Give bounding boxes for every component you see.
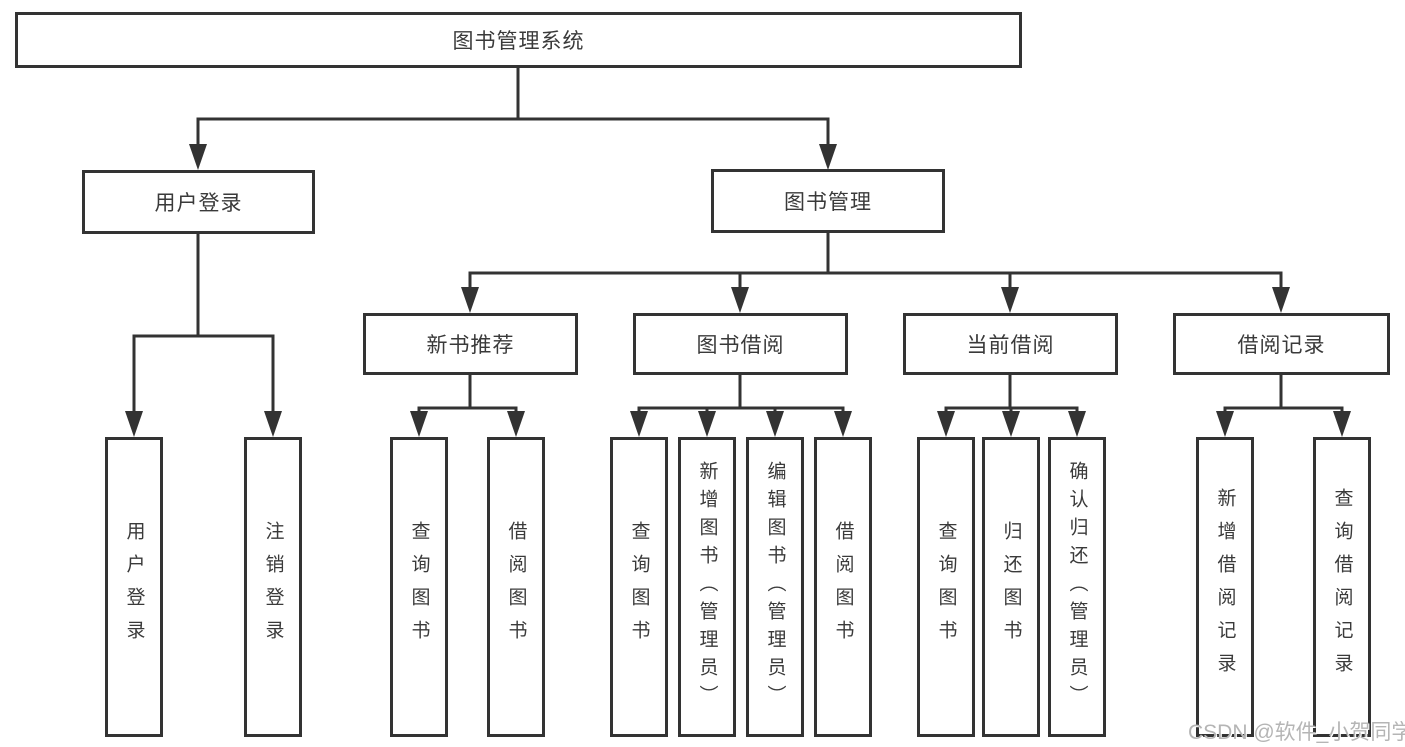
leaf-label: 查询图书 — [628, 521, 650, 653]
leaf-label: 新增图书（管理员） — [696, 461, 718, 713]
leaf-label: 借阅图书 — [505, 521, 527, 653]
node-label: 图书管理系统 — [452, 30, 585, 53]
leaf-label: 编辑图书（管理员） — [764, 461, 786, 713]
leaf-label: 用户登录 — [123, 521, 145, 653]
leaf-label: 查询图书 — [935, 521, 957, 653]
node-library-system: 图书管理系统 — [15, 12, 1022, 68]
leaf-query-books: 查询图书 — [610, 437, 668, 737]
leaf-logout: 注销登录 — [244, 437, 302, 737]
leaf-borrow-books: 借阅图书 — [487, 437, 545, 737]
node-new-book-recommend: 新书推荐 — [363, 313, 578, 375]
node-current-borrow: 当前借阅 — [903, 313, 1118, 375]
leaf-return-books: 归还图书 — [982, 437, 1040, 737]
leaf-add-books-admin: 新增图书（管理员） — [678, 437, 736, 737]
leaf-edit-books-admin: 编辑图书（管理员） — [746, 437, 804, 737]
leaf-label: 新增借阅记录 — [1214, 488, 1236, 686]
leaf-label: 确认归还（管理员） — [1066, 461, 1088, 713]
connector-book-management-to-level3 — [461, 231, 1290, 313]
csdn-watermark: CSDN @软件_小贺同学 — [1188, 721, 1405, 744]
connector-borrow-records-to-leaves — [1216, 373, 1351, 437]
leaf-query-books: 查询图书 — [917, 437, 975, 737]
connector-book-borrow-to-leaves — [630, 373, 852, 437]
connector-new-book-recommend-to-leaves — [410, 373, 525, 437]
node-borrow-records: 借阅记录 — [1173, 313, 1390, 375]
leaf-user-login: 用户登录 — [105, 437, 163, 737]
leaf-query-borrow-record: 查询借阅记录 — [1313, 437, 1371, 737]
leaf-label: 查询借阅记录 — [1331, 488, 1353, 686]
node-label: 图书借阅 — [696, 334, 785, 357]
connector-root-to-level2 — [189, 66, 837, 170]
node-label: 借阅记录 — [1237, 334, 1326, 357]
leaf-label: 借阅图书 — [832, 521, 854, 653]
leaf-query-books: 查询图书 — [390, 437, 448, 737]
leaf-label: 查询图书 — [408, 521, 430, 653]
leaf-label: 归还图书 — [1000, 521, 1022, 653]
node-label: 当前借阅 — [966, 334, 1055, 357]
node-user-login: 用户登录 — [82, 170, 315, 234]
node-label: 用户登录 — [154, 192, 243, 215]
connector-current-borrow-to-leaves — [937, 373, 1086, 437]
leaf-confirm-return-admin: 确认归还（管理员） — [1048, 437, 1106, 737]
leaf-borrow-books: 借阅图书 — [814, 437, 872, 737]
node-book-management: 图书管理 — [711, 169, 945, 233]
leaf-label: 注销登录 — [262, 521, 284, 653]
node-label: 新书推荐 — [426, 334, 515, 357]
node-book-borrow: 图书借阅 — [633, 313, 848, 375]
connector-user-login-to-leaves — [125, 232, 282, 437]
leaf-add-borrow-record: 新增借阅记录 — [1196, 437, 1254, 737]
node-label: 图书管理 — [784, 191, 872, 214]
